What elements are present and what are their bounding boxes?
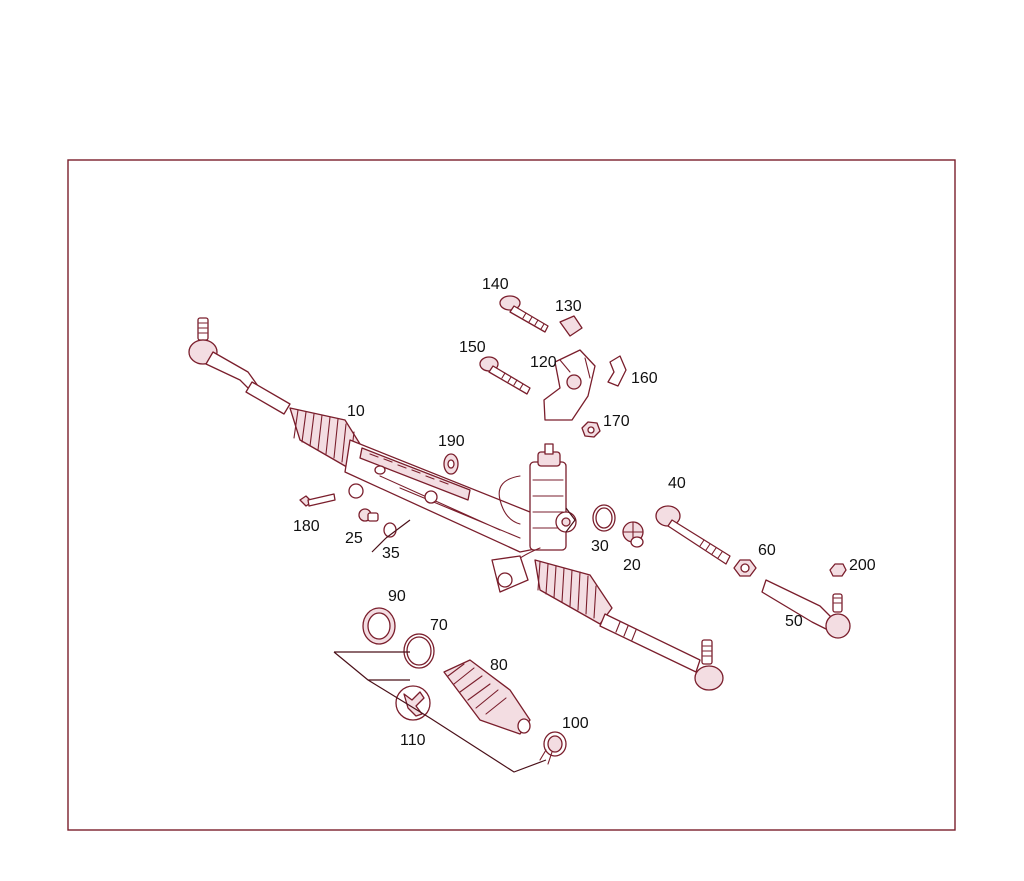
label-140: 140: [482, 276, 509, 293]
label-180: 180: [293, 518, 320, 535]
label-150: 150: [459, 339, 486, 356]
part-labels: 10 20 25 30 35 40 50 60 70 80 90 100 110…: [293, 276, 876, 749]
diagram-frame: [67, 159, 956, 831]
clip-130[interactable]: [559, 315, 583, 337]
bolt-150[interactable]: [479, 356, 531, 395]
leader-35: [371, 519, 411, 553]
o-ring-30[interactable]: [592, 504, 616, 532]
steering-rack-assembly[interactable]: [188, 317, 724, 691]
o-ring-70[interactable]: [403, 633, 435, 669]
label-60: 60: [758, 542, 776, 559]
clip-160[interactable]: [607, 355, 627, 387]
inner-tie-rod-40[interactable]: [655, 505, 731, 565]
outer-tie-rod-end-50[interactable]: [761, 579, 851, 639]
label-160: 160: [631, 370, 658, 387]
bolt-180[interactable]: [299, 493, 336, 507]
boot-80[interactable]: [443, 659, 531, 735]
label-35: 35: [382, 545, 400, 562]
washer-190[interactable]: [443, 453, 459, 475]
label-90: 90: [388, 588, 406, 605]
label-190: 190: [438, 433, 465, 450]
clamp-100[interactable]: [539, 731, 567, 765]
label-30: 30: [591, 538, 609, 555]
label-25: 25: [345, 530, 363, 547]
label-20: 20: [623, 557, 641, 574]
clamp-ring-90[interactable]: [362, 607, 396, 645]
label-70: 70: [430, 617, 448, 634]
label-100: 100: [562, 715, 589, 732]
label-80: 80: [490, 657, 508, 674]
label-40: 40: [668, 475, 686, 492]
label-10: 10: [347, 403, 365, 420]
label-170: 170: [603, 413, 630, 430]
bracket-120[interactable]: [543, 349, 596, 421]
tool-110[interactable]: [395, 685, 431, 721]
label-50: 50: [785, 613, 803, 630]
label-130: 130: [555, 298, 582, 315]
plug-20[interactable]: [622, 521, 644, 548]
bolt-140[interactable]: [499, 295, 549, 333]
nut-200[interactable]: [829, 563, 847, 577]
nut-170[interactable]: [581, 421, 601, 438]
label-200: 200: [849, 557, 876, 574]
nut-60[interactable]: [733, 559, 757, 577]
label-110: 110: [400, 732, 426, 749]
leader-lines: [333, 507, 576, 773]
plug-25[interactable]: [358, 508, 379, 522]
label-120: 120: [530, 354, 557, 371]
